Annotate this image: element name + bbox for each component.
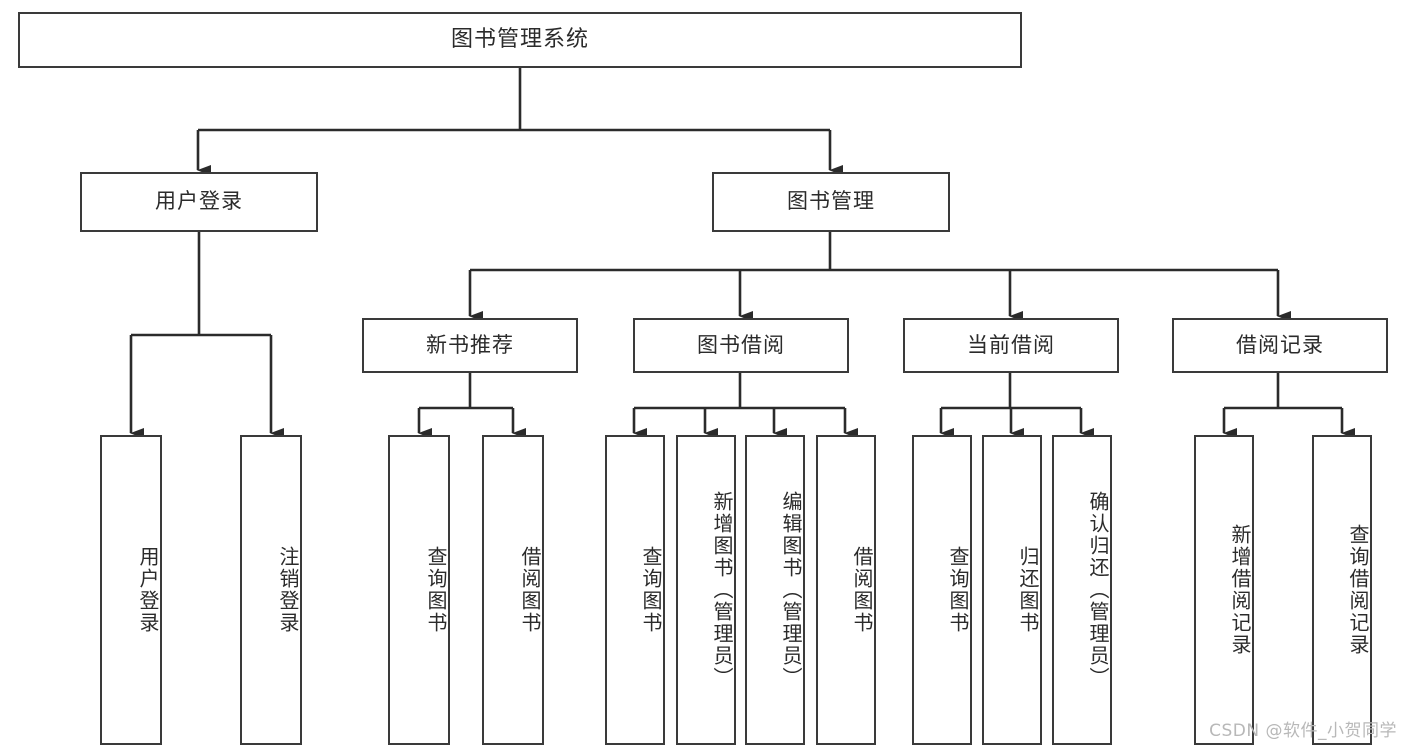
node-book-borrow-label: 图书借阅 [697,332,785,357]
leaf-query-book-2-label: 查询图书 [639,546,663,634]
leaf-return-book-label: 归还图书 [1016,546,1040,634]
leaf-borrow-book-1-label: 借阅图书 [518,546,542,634]
leaf-borrow-book-2[interactable]: 借阅图书 [816,435,876,745]
node-user-login-label: 用户登录 [155,189,243,214]
leaf-query-book-2[interactable]: 查询图书 [605,435,665,745]
leaf-user-login[interactable]: 用户登录 [100,435,162,745]
node-current-borrow-label: 当前借阅 [967,332,1055,357]
csdn-watermark: CSDN @软件_小贺同学 [1209,721,1397,741]
node-book-manage-label: 图书管理 [787,189,875,214]
leaf-query-book-1[interactable]: 查询图书 [388,435,450,745]
leaf-query-book-1-label: 查询图书 [424,546,448,634]
node-borrow-record-label: 借阅记录 [1236,332,1324,357]
node-new-book-recommend[interactable]: 新书推荐 [362,318,578,373]
leaf-query-book-3[interactable]: 查询图书 [912,435,972,745]
node-book-manage[interactable]: 图书管理 [712,172,950,232]
leaf-add-book-label: 新增图书（管理员） [710,491,734,689]
node-book-borrow[interactable]: 图书借阅 [633,318,849,373]
node-current-borrow[interactable]: 当前借阅 [903,318,1119,373]
leaf-add-book[interactable]: 新增图书（管理员） [676,435,736,745]
leaf-edit-book[interactable]: 编辑图书（管理员） [745,435,805,745]
leaf-confirm-return-label: 确认归还（管理员） [1086,491,1110,689]
node-root-label: 图书管理系统 [450,26,589,52]
leaf-borrow-book-1[interactable]: 借阅图书 [482,435,544,745]
node-user-login[interactable]: 用户登录 [80,172,318,232]
leaf-logout[interactable]: 注销登录 [240,435,302,745]
leaf-confirm-return[interactable]: 确认归还（管理员） [1052,435,1112,745]
leaf-edit-book-label: 编辑图书（管理员） [779,491,803,689]
node-new-book-recommend-label: 新书推荐 [426,332,514,357]
leaf-logout-label: 注销登录 [276,546,300,634]
leaf-query-book-3-label: 查询图书 [946,546,970,634]
leaf-query-record-label: 查询借阅记录 [1346,524,1370,656]
node-root[interactable]: 图书管理系统 [18,12,1022,68]
leaf-query-record[interactable]: 查询借阅记录 [1312,435,1372,745]
leaf-add-record[interactable]: 新增借阅记录 [1194,435,1254,745]
leaf-return-book[interactable]: 归还图书 [982,435,1042,745]
leaf-user-login-label: 用户登录 [136,546,160,634]
leaf-add-record-label: 新增借阅记录 [1228,524,1252,656]
node-borrow-record[interactable]: 借阅记录 [1172,318,1388,373]
leaf-borrow-book-2-label: 借阅图书 [850,546,874,634]
